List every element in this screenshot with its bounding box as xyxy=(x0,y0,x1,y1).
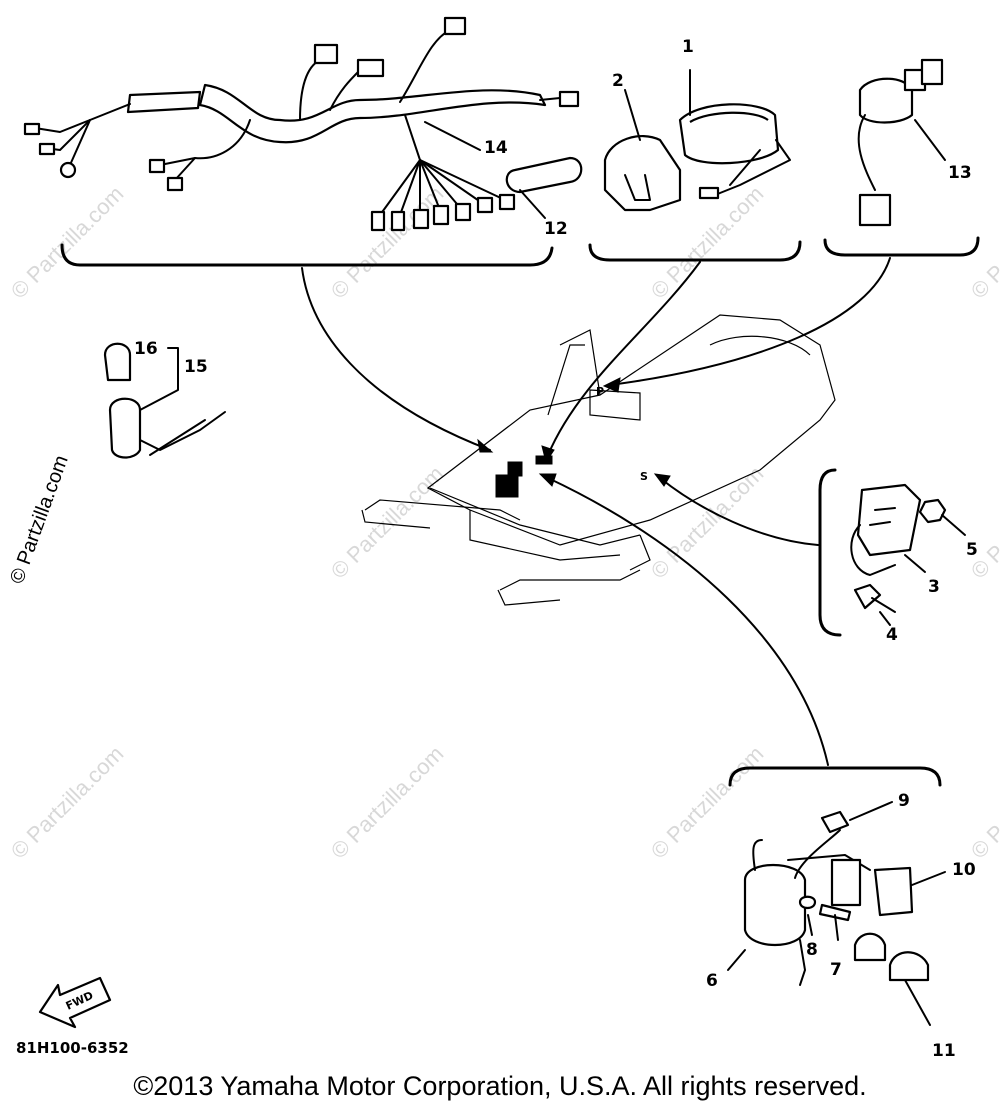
callout-7: 7 xyxy=(830,960,842,980)
callout-2: 2 xyxy=(612,71,624,91)
diagram-code: 81H100-6352 xyxy=(16,1039,129,1057)
watermark: © Partzilla.com xyxy=(646,741,769,864)
leader-ignition-coil xyxy=(547,477,829,766)
callout-15: 15 xyxy=(184,357,208,377)
fwd-arrow-icon: FWD xyxy=(38,976,112,1029)
watermark: © Partzilla.com xyxy=(966,461,1000,584)
callout-13: 13 xyxy=(948,163,972,183)
watermark: © Partzilla.com xyxy=(326,461,449,584)
bulb-socket xyxy=(103,342,226,459)
arrow-head xyxy=(653,473,671,487)
watermark: © Partzilla.com xyxy=(326,181,449,304)
ignition-coil xyxy=(727,801,946,1026)
callout-11: 11 xyxy=(932,1041,956,1061)
main-switch xyxy=(857,58,946,227)
arrow-head xyxy=(602,377,621,393)
wire-harness xyxy=(23,16,583,232)
callout-6: 6 xyxy=(706,971,718,991)
copyright-text: ©2013 Yamaha Motor Corporation, U.S.A. A… xyxy=(133,1071,867,1101)
cdi-unit xyxy=(603,69,791,212)
watermark: © Partzilla.com xyxy=(6,181,129,304)
callout-9: 9 xyxy=(898,791,910,811)
callout-14: 14 xyxy=(484,138,508,158)
leader-cdi xyxy=(547,261,701,456)
callout-10: 10 xyxy=(952,860,976,880)
bracket-wire-harness-group xyxy=(60,243,554,267)
callout-4: 4 xyxy=(886,625,898,645)
watermark-side: © Partzilla.com xyxy=(6,453,73,587)
voltage-regulator xyxy=(850,483,966,626)
callout-labels: 1 2 3 4 5 6 7 8 9 10 11 12 13 14 15 16 xyxy=(134,37,978,1061)
callout-12: 12 xyxy=(544,219,568,239)
callout-5: 5 xyxy=(966,540,978,560)
bracket-ignition-coil-group xyxy=(728,766,942,787)
svg-text:S: S xyxy=(640,470,648,483)
watermark: © Partzilla.com xyxy=(6,741,129,864)
bracket-main-switch-group xyxy=(823,236,980,257)
watermark: © Partzilla.com xyxy=(966,741,1000,864)
callout-1: 1 xyxy=(682,37,694,57)
watermark: © Partzilla.com xyxy=(966,181,1000,304)
callout-16: 16 xyxy=(134,339,158,359)
leader-regulator xyxy=(659,477,819,546)
bracket-regulator-group xyxy=(818,468,842,637)
leader-harness xyxy=(301,267,491,451)
callout-3: 3 xyxy=(928,577,940,597)
arrow-head xyxy=(477,438,494,453)
callout-8: 8 xyxy=(806,940,818,960)
diagram-canvas: © Partzilla.com © Partzilla.com © Partzi… xyxy=(6,16,1000,1061)
bracket-cdi-group xyxy=(588,240,802,262)
snowmobile-illustration: P S xyxy=(361,314,836,606)
leader-main-switch xyxy=(609,257,891,386)
watermark: © Partzilla.com xyxy=(326,741,449,864)
arrow-head xyxy=(538,473,557,487)
svg-text:P: P xyxy=(596,385,604,398)
